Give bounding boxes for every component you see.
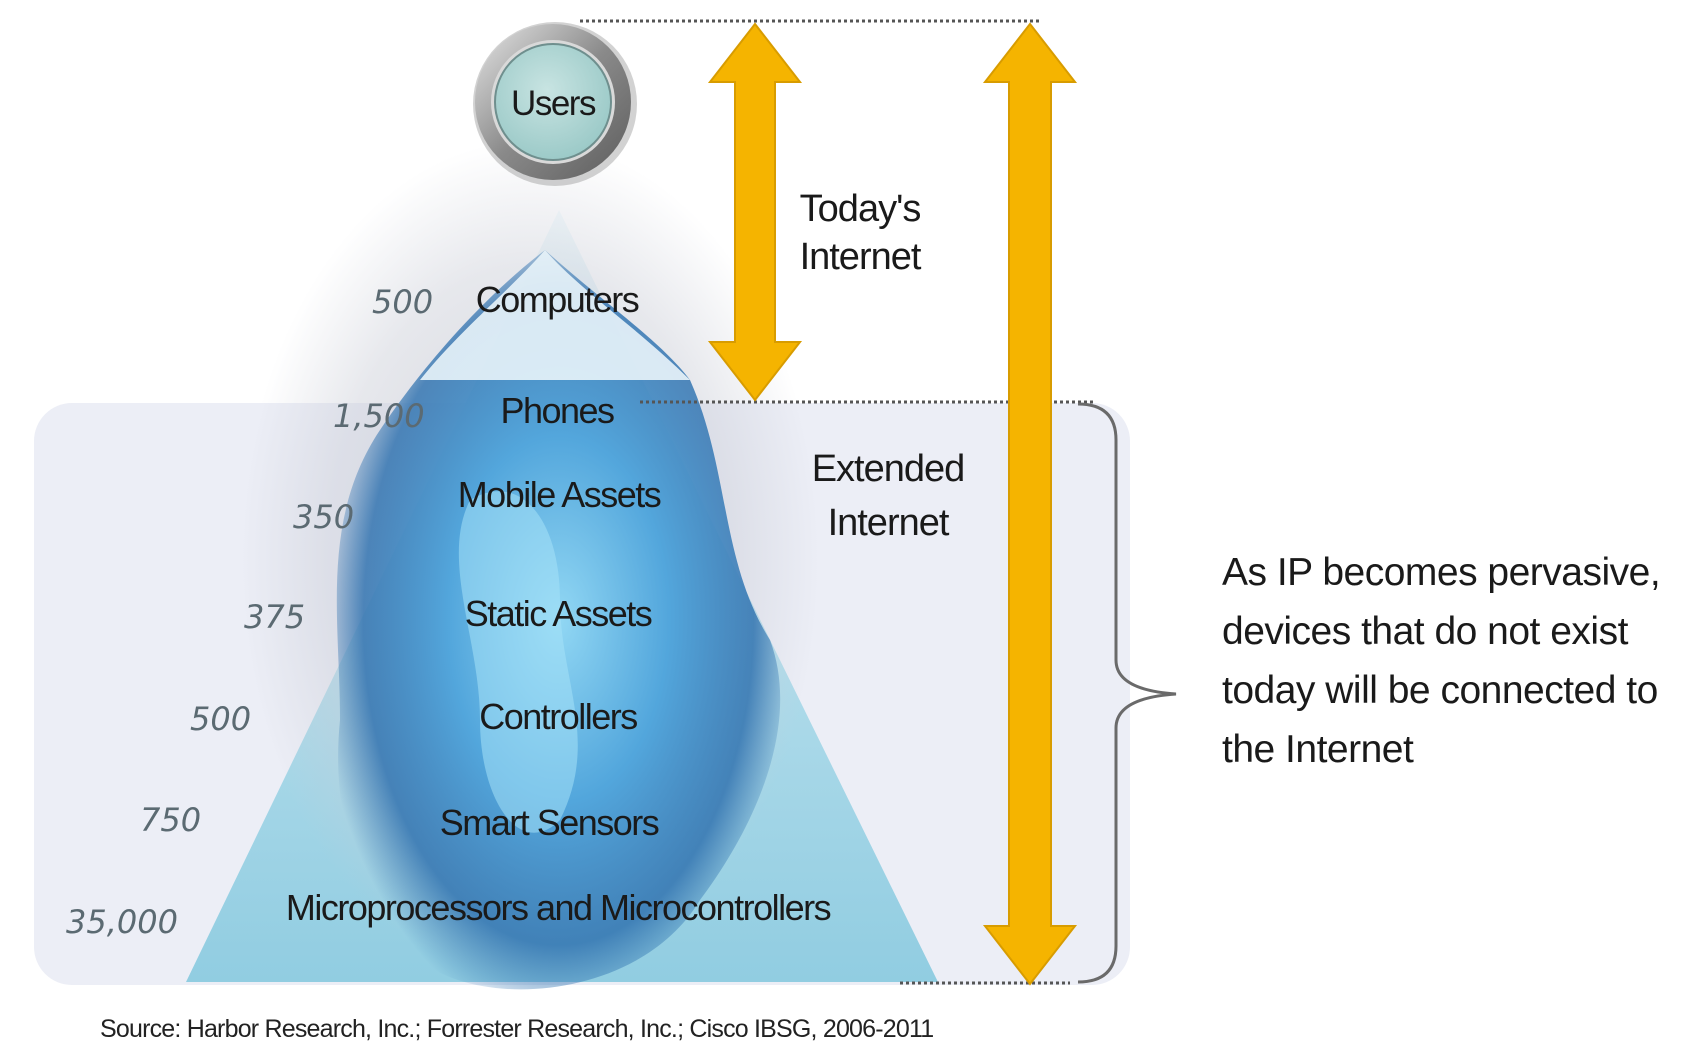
count-controllers: 500 <box>190 700 252 738</box>
extended-internet-line1: Extended <box>811 448 966 490</box>
todays-internet-label: Today's Internet <box>760 185 960 281</box>
extended-internet-label: Extended Internet <box>778 442 998 550</box>
todays-internet-arrow <box>707 22 803 402</box>
layer-label-phones: Phones <box>500 390 615 431</box>
count-static-assets: 375 <box>244 598 306 636</box>
count-computers: 500 <box>372 283 434 321</box>
count-mobile-assets: 350 <box>293 498 355 536</box>
full-internet-arrow <box>982 22 1078 986</box>
iceberg-tip <box>420 250 690 380</box>
count-microprocessors: 35,000 <box>66 903 178 941</box>
layer-label-smart-sensors: Smart Sensors <box>439 802 660 843</box>
users-node <box>473 22 637 186</box>
layer-label-microprocessors: Microprocessors and Microcontrollers <box>285 887 832 928</box>
layer-label-controllers: Controllers <box>479 696 638 737</box>
pervasive-ip-note: As IP becomes pervasive, devices that do… <box>1222 551 1661 771</box>
layer-label-static-assets: Static Assets <box>464 593 653 634</box>
layer-label-mobile-assets: Mobile Assets <box>457 474 662 515</box>
source-citation: Source: Harbor Research, Inc.; Forrester… <box>100 1015 934 1043</box>
count-smart-sensors: 750 <box>140 801 202 839</box>
todays-internet-line1: Today's <box>799 188 922 230</box>
todays-internet-line2: Internet <box>799 236 922 278</box>
users-label: Users <box>511 84 596 123</box>
extended-brace <box>1077 402 1177 984</box>
count-phones: 1,500 <box>333 397 425 435</box>
layer-dividers <box>238 353 878 880</box>
iceberg-highlight <box>458 491 578 833</box>
extended-internet-line2: Internet <box>827 502 950 544</box>
layer-label-computers: Computers <box>475 279 640 320</box>
